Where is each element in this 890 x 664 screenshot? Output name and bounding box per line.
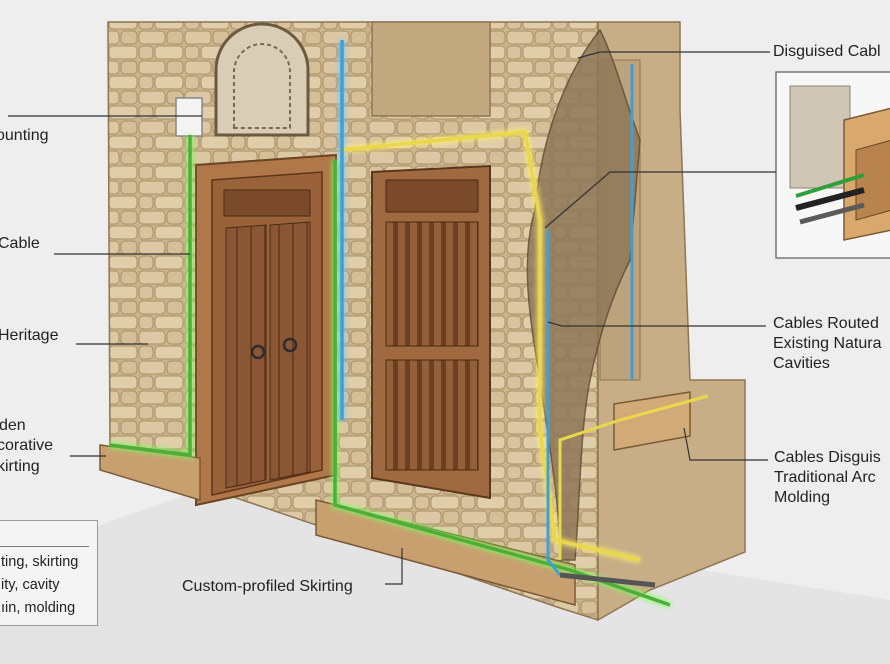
yellow-cable-molding [558, 394, 709, 560]
label-molding-line1: Cables Disguis [774, 449, 881, 466]
wooden-door [195, 153, 337, 507]
label-molding-line3: Molding [774, 489, 831, 506]
legend-row-cavity: ity, cavity [1, 577, 60, 593]
label-cavities-line3: Cavities [773, 355, 830, 372]
label-cavities-line1: Cables Routed [773, 315, 879, 332]
legend-separator [0, 546, 89, 547]
label-heritage: Heritage [0, 327, 59, 344]
legend-row-molding: ıin, molding [1, 600, 76, 616]
label-skirting: Custom-profiled Skirting [182, 578, 353, 595]
legend-row-skirting: ting, skirting [1, 554, 79, 570]
junction-box [175, 97, 203, 137]
label-hidden-line2: corative [0, 437, 54, 454]
arched-window-grille [233, 43, 291, 129]
label-disguised-cable: Disguised Cabl [773, 43, 881, 60]
label-cavities-line2: Existing Natura [773, 335, 882, 352]
label-hidden-line3: kirting [0, 458, 40, 475]
disguised-cable-inset [775, 71, 890, 259]
label-hidden-line1: den [0, 417, 26, 434]
label-molding-line2: Traditional Arc [774, 469, 876, 486]
green-cable-left [109, 135, 192, 457]
cable-ends [559, 572, 656, 588]
leader-lines [8, 51, 776, 585]
legend-box: ting, skirting ity, cavity ıin, molding [0, 520, 98, 626]
arched-window [214, 22, 310, 137]
green-cable-door [333, 160, 671, 607]
label-mounting: ounting [0, 127, 49, 144]
wooden-window [371, 164, 491, 500]
upper-recess [371, 21, 491, 117]
skirting-bottom [315, 499, 576, 606]
label-cable: Cable [0, 235, 40, 252]
blue-cable-cavity [546, 230, 562, 576]
yellow-cable [339, 130, 641, 562]
ground [0, 490, 890, 664]
